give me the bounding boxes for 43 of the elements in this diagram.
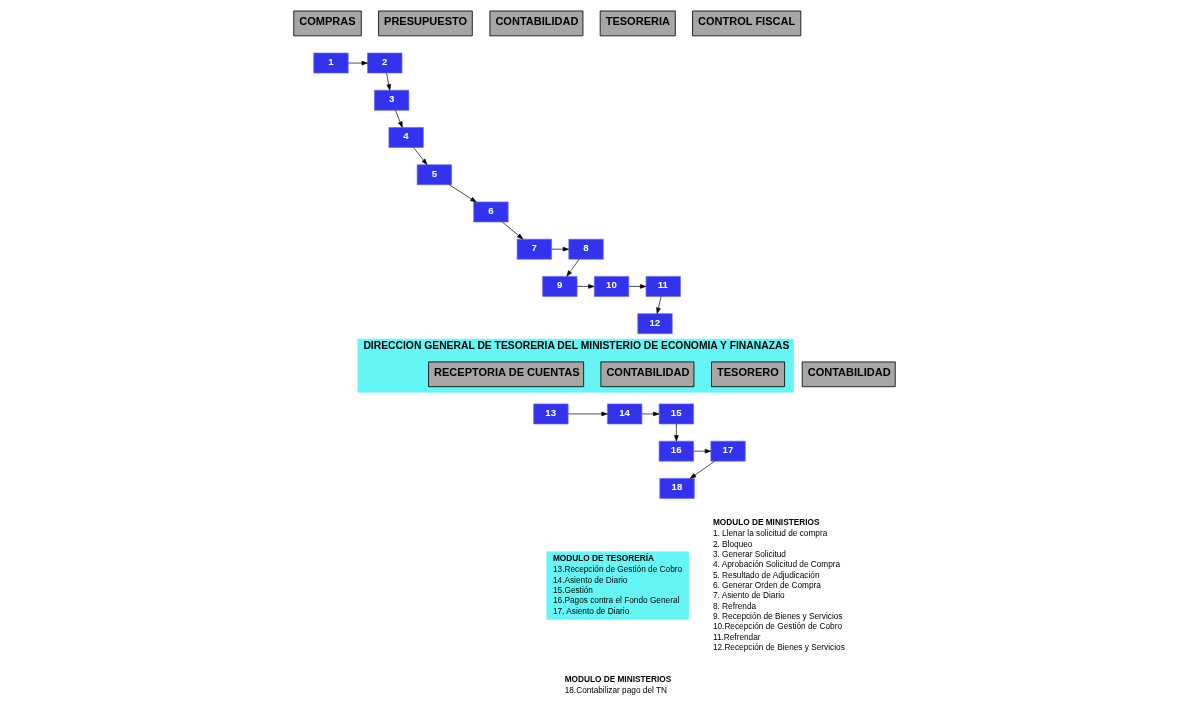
arrow: [347, 60, 368, 66]
arrow: [567, 411, 608, 417]
node-box: CONTABILIDAD: [488, 10, 583, 37]
node-box: 14: [606, 403, 642, 425]
node-box: TESORERIA: [599, 10, 676, 37]
node-box: 3: [373, 89, 409, 111]
arrow: [692, 448, 711, 454]
node-box: PRESUPUESTO: [377, 10, 473, 37]
node-box: 17: [710, 440, 746, 462]
node-box: 7: [516, 238, 552, 260]
arrow: [550, 246, 569, 252]
node-box: CONTABILIDAD: [801, 361, 896, 388]
arrow: [565, 258, 580, 277]
node-box: 16: [658, 440, 694, 462]
node-box: 8: [567, 238, 604, 260]
arrow: [628, 284, 646, 289]
arrow: [576, 284, 594, 289]
node-box: 15: [658, 403, 694, 425]
node-box: CONTABILIDAD: [599, 361, 694, 388]
node-box: 12: [636, 313, 673, 334]
node-box: 13: [532, 403, 568, 425]
node-box: 10: [593, 276, 629, 297]
arrow: [448, 184, 476, 203]
node-box: 5: [416, 164, 452, 186]
arrow: [655, 296, 661, 314]
node-box: TESORERO: [710, 361, 785, 388]
arrow: [673, 423, 679, 442]
node-box: RECEPTORIA DE CUENTAS: [427, 361, 584, 388]
node-box: CONTROL FISCAL: [691, 10, 801, 37]
node-box: COMPRAS: [292, 10, 362, 37]
node-box: 1: [312, 52, 349, 74]
arrow: [385, 72, 391, 91]
node-box: 18: [658, 478, 695, 499]
node-box: 2: [366, 52, 402, 74]
node-box: 6: [472, 201, 508, 223]
arrow: [394, 110, 403, 128]
arrow: [689, 460, 715, 479]
arrow: [412, 147, 427, 165]
node-box: 11: [645, 276, 681, 297]
arrow: [641, 411, 659, 417]
node-box: 9: [541, 276, 577, 297]
arrow: [501, 221, 523, 240]
node-box: 4: [388, 127, 424, 148]
